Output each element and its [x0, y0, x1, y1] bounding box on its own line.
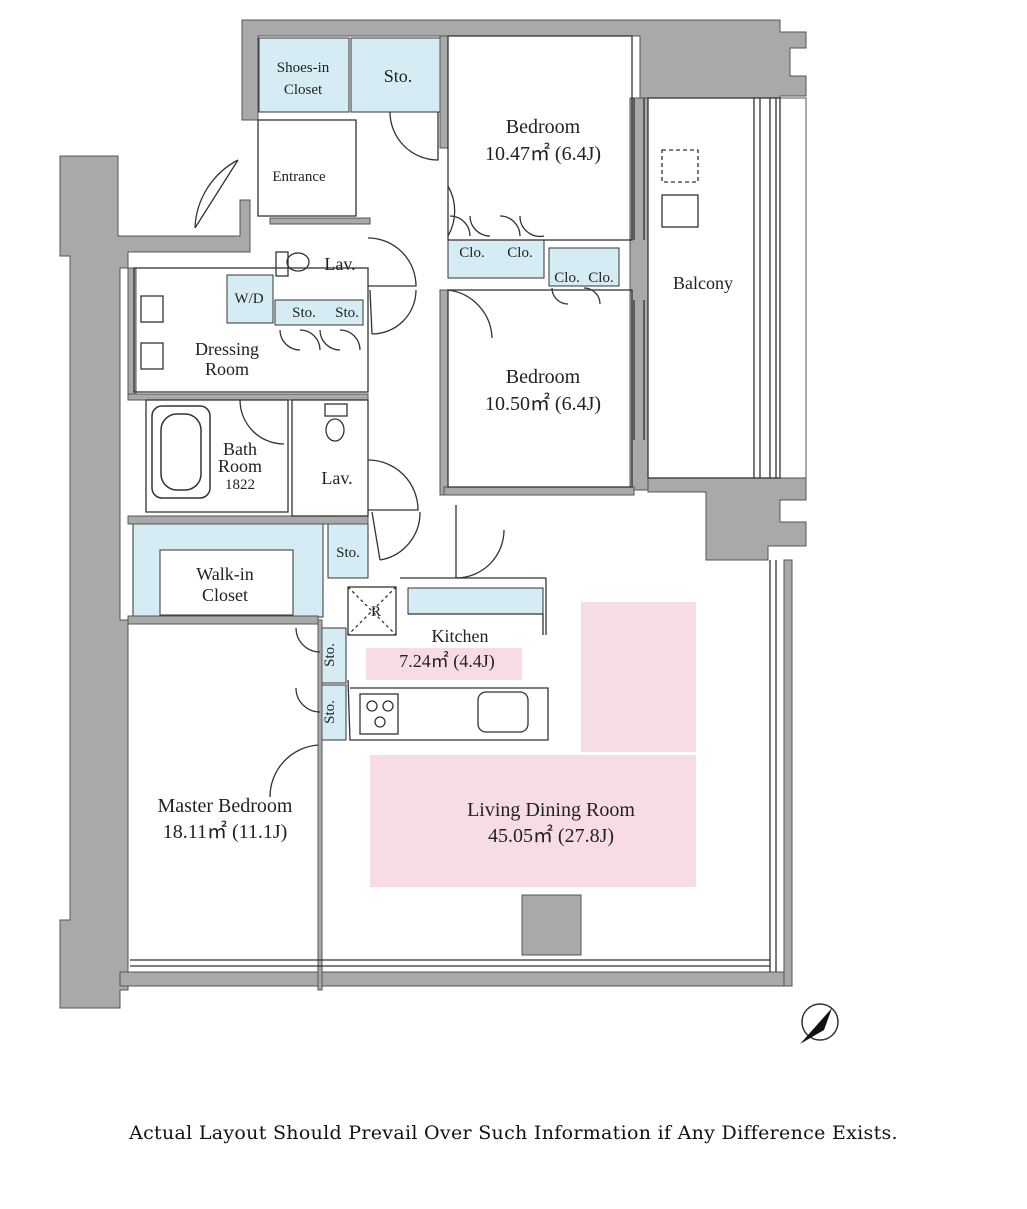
living-dining-label: Living Dining Room	[467, 799, 635, 821]
shoes-closet-label: Closet	[284, 82, 323, 98]
storage-hall-label: Sto.	[336, 545, 360, 561]
bedroom-1-label: Bedroom	[506, 116, 581, 138]
dressing-room-label: Dressing	[195, 339, 259, 359]
washer-dryer-label: W/D	[234, 291, 263, 307]
entrance-label: Entrance	[272, 169, 326, 185]
bedroom-1-area: 10.47㎡ (6.4J)	[485, 141, 601, 165]
storage-top-label: Sto.	[384, 66, 413, 86]
bath-room-size: 1822	[225, 477, 255, 493]
storage-master-label: Sto.	[322, 643, 338, 667]
disclaimer-text: Actual Layout Should Prevail Over Such I…	[129, 1122, 898, 1144]
closet-label: Clo.	[507, 245, 532, 261]
bath-room-label: Bath	[223, 439, 257, 459]
living-dining-highlight	[366, 602, 696, 887]
stove-icon	[359, 693, 399, 735]
balcony-label: Balcony	[673, 273, 733, 293]
closet-label: Clo.	[459, 245, 484, 261]
kitchen-label: Kitchen	[432, 626, 489, 646]
master-bedroom-label: Master Bedroom	[158, 795, 293, 817]
kitchen-area: 7.24㎡ (4.4J)	[399, 650, 495, 672]
compass-north-icon	[800, 1003, 839, 1044]
floor-plan: R Shoes-in Closet Sto. Bedroom 10.47㎡ (6…	[59, 19, 839, 1044]
refrigerator-icon: R	[371, 604, 381, 620]
dressing-room-label: Room	[205, 359, 249, 379]
room-labels: Shoes-in Closet Sto. Bedroom 10.47㎡ (6.4…	[158, 60, 733, 847]
closet-label: Clo.	[588, 270, 613, 286]
walkin-closet-label: Walk-in	[196, 564, 254, 584]
lav-lower-label: Lav.	[321, 468, 352, 488]
interior-lines	[130, 35, 781, 972]
walkin-closet-label: Closet	[202, 585, 248, 605]
closet-label: Clo.	[554, 270, 579, 286]
bedroom-2-area: 10.50㎡ (6.4J)	[485, 391, 601, 415]
lav-upper-label: Lav.	[324, 254, 355, 274]
refrigerator-label: R	[371, 604, 381, 620]
master-bedroom-area: 18.11㎡ (11.1J)	[163, 819, 288, 843]
storage-dressing-label: Sto.	[335, 305, 359, 321]
storage-master-label: Sto.	[322, 700, 338, 724]
toilet-icon	[275, 251, 348, 442]
shoes-closet-label: Shoes-in	[277, 60, 330, 76]
bathtub-icon	[151, 405, 211, 499]
living-dining-area: 45.05㎡ (27.8J)	[488, 823, 614, 847]
bath-room-label: Room	[218, 456, 262, 476]
sink-icon	[477, 691, 529, 733]
storage-dressing-label: Sto.	[292, 305, 316, 321]
bedroom-2-label: Bedroom	[506, 366, 581, 388]
storage-fills	[132, 37, 620, 741]
